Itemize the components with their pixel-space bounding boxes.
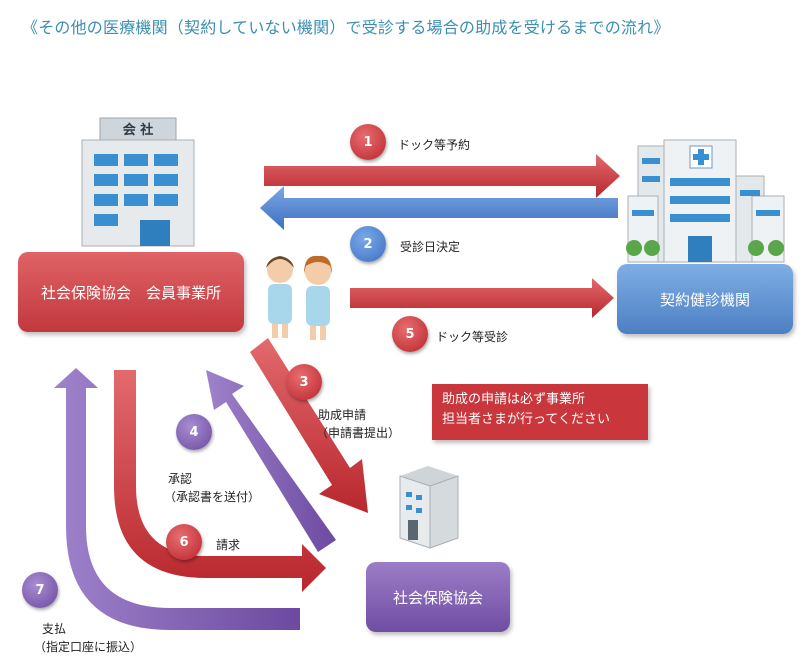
step6-badge: 6 [166, 524, 202, 560]
contract-clinic-box: 契約健診機関 [617, 264, 793, 334]
note-line1: 助成の申請は必ず事業所 [442, 392, 586, 407]
step6-label: 請求 [216, 538, 241, 552]
arrow-step7 [54, 368, 300, 630]
step5-badge: 5 [392, 316, 428, 352]
step4-sublabel: （承認書を送付） [164, 490, 261, 504]
step3-label: 助成申請 [318, 408, 367, 422]
note-box: 助成の申請は必ず事業所 担当者さまが行ってください [432, 384, 648, 440]
step5-label: ドック等受診 [436, 330, 509, 344]
step3-badge: 3 [286, 364, 322, 400]
note-line2: 担当者さまが行ってください [442, 412, 610, 427]
step7-sublabel: （指定口座に振込） [34, 640, 143, 654]
company-building-icon [81, 117, 195, 247]
member-office-box: 社会保険協会 会員事業所 [18, 252, 244, 332]
page-title: 《その他の医療機関（契約していない機関）で受診する場合の助成を受けるまでの流れ》 [22, 18, 670, 37]
arrow-step6 [114, 370, 326, 592]
step2-badge: 2 [350, 226, 386, 262]
arrow-step3 [250, 338, 368, 513]
patients-icon [266, 255, 332, 340]
step1-badge: 1 [350, 124, 386, 160]
step7-badge: 7 [22, 572, 58, 608]
arrow-step4 [206, 370, 336, 552]
company-sign-label: 会 社 [122, 123, 154, 138]
step1-label: ドック等予約 [398, 138, 471, 152]
arrow-step1 [264, 154, 620, 198]
arrow-step2 [260, 186, 618, 230]
step4-badge: 4 [176, 414, 212, 450]
arrow-step5 [350, 278, 614, 318]
hospital-building-icon [626, 139, 785, 263]
step4-label: 承認 [168, 472, 193, 486]
step3-sublabel: （申請書提出） [316, 426, 401, 440]
step7-label: 支払 [42, 622, 67, 636]
association-building-icon [399, 466, 459, 549]
step2-label: 受診日決定 [400, 240, 461, 254]
association-box: 社会保険協会 [366, 562, 510, 632]
